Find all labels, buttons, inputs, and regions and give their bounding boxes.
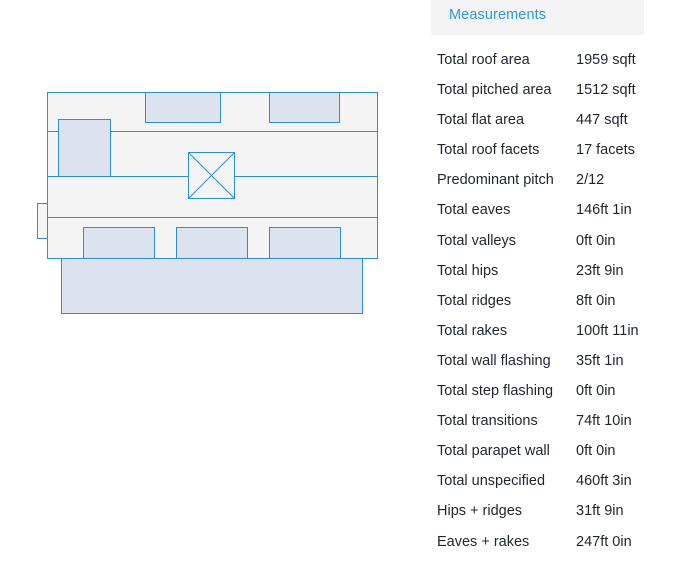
- measurement-label: Total unspecified: [437, 473, 546, 490]
- measurement-value: 23ft 9in: [576, 262, 624, 279]
- measurements-list: Total roof area 1959 sqft Total pitched a…: [437, 48, 647, 560]
- measurement-value: 2/12: [576, 172, 605, 189]
- flat-section-bottom-3: [269, 227, 341, 259]
- measurement-value: 31ft 9in: [576, 503, 624, 520]
- measurement-value: 447 sqft: [576, 112, 628, 129]
- measurement-value: 0ft 0in: [576, 383, 616, 400]
- measurement-label: Total transitions: [437, 413, 538, 430]
- measurement-row: Total valleys 0ft 0in: [437, 229, 647, 259]
- measurement-row: Predominant pitch 2/12: [437, 168, 647, 198]
- measurement-value: 74ft 10in: [576, 413, 632, 430]
- measurement-value: 17 facets: [576, 142, 635, 159]
- measurement-label: Total flat area: [437, 112, 525, 129]
- measurement-value: 247ft 0in: [576, 533, 632, 550]
- flat-section-lower-large: [61, 258, 363, 314]
- measurement-label: Total eaves: [437, 202, 511, 219]
- measurement-label: Eaves + rakes: [437, 533, 530, 550]
- flat-section-left: [58, 119, 111, 177]
- measurement-label: Total roof area: [437, 52, 530, 68]
- measurement-value: 1959 sqft: [576, 52, 636, 68]
- measurement-value: 35ft 1in: [576, 352, 624, 369]
- measurement-row: Total rakes 100ft 11in: [437, 319, 647, 349]
- flat-section-bottom-2: [176, 227, 248, 259]
- measurement-value: 0ft 0in: [576, 232, 616, 249]
- measurement-row: Total step flashing 0ft 0in: [437, 379, 647, 409]
- measurement-row: Total ridges 8ft 0in: [437, 289, 647, 319]
- roof-diagram: [37, 92, 378, 314]
- measurements-title: Measurements: [449, 7, 547, 23]
- measurement-row: Total roof area 1959 sqft: [437, 48, 647, 78]
- measurement-row: Total unspecified 460ft 3in: [437, 469, 647, 499]
- measurement-row: Total pitched area 1512 sqft: [437, 78, 647, 108]
- flat-section-bottom-1: [83, 227, 155, 259]
- measurement-value: 8ft 0in: [576, 292, 616, 309]
- measurement-label: Total parapet wall: [437, 443, 550, 460]
- flat-section-top-2: [269, 92, 340, 123]
- measurement-value: 1512 sqft: [576, 82, 636, 99]
- center-hip-line-2: [188, 152, 235, 199]
- measurement-label: Total wall flashing: [437, 352, 551, 369]
- measurement-label: Predominant pitch: [437, 172, 554, 189]
- measurement-row: Total hips 23ft 9in: [437, 259, 647, 289]
- measurement-value: 146ft 1in: [576, 202, 632, 219]
- measurement-label: Total ridges: [437, 292, 512, 309]
- measurement-label: Total hips: [437, 262, 499, 279]
- roof-diagram-svg: [37, 92, 378, 314]
- measurement-row: Total parapet wall 0ft 0in: [437, 439, 647, 469]
- measurement-value: 460ft 3in: [576, 473, 632, 490]
- measurement-row: Eaves + rakes 247ft 0in: [437, 530, 647, 560]
- measurement-value: 100ft 11in: [576, 322, 639, 339]
- measurement-row: Total transitions 74ft 10in: [437, 409, 647, 439]
- measurement-row: Total wall flashing 35ft 1in: [437, 349, 647, 379]
- measurement-label: Total rakes: [437, 322, 508, 339]
- measurement-value: 0ft 0in: [576, 443, 616, 460]
- measurement-label: Total valleys: [437, 232, 516, 249]
- flat-section-top-1: [145, 92, 221, 123]
- measurements-panel: Measurements Total roof area 1959 sqft To…: [431, 0, 644, 565]
- measurement-row: Hips + ridges 31ft 9in: [437, 499, 647, 529]
- measurement-row: Total roof facets 17 facets: [437, 138, 647, 168]
- roof-side-bump: [37, 203, 48, 239]
- measurement-row: Total flat area 447 sqft: [437, 108, 647, 138]
- measurement-label: Total pitched area: [437, 82, 552, 99]
- measurements-header: Measurements: [431, 0, 644, 35]
- measurement-label: Hips + ridges: [437, 503, 523, 520]
- measurement-label: Total roof facets: [437, 142, 540, 159]
- measurement-row: Total eaves 146ft 1in: [437, 198, 647, 228]
- measurement-label: Total step flashing: [437, 383, 554, 400]
